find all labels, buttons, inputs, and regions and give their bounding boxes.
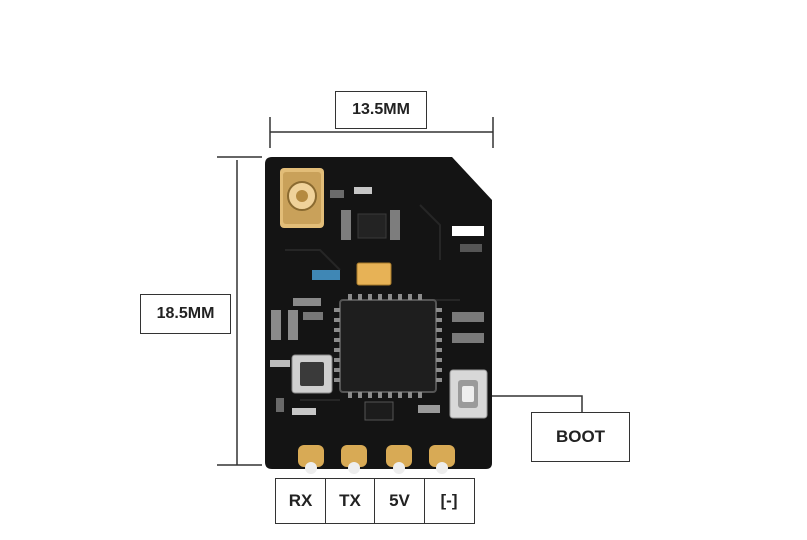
solder-pads: [298, 445, 455, 474]
pcb-board: [265, 157, 492, 474]
pad-gnd: [429, 445, 455, 474]
pin-label-5v: 5V: [374, 478, 425, 524]
antenna-connector: [280, 168, 324, 228]
crystal-oscillator: [356, 262, 392, 286]
width-label: 13.5MM: [335, 91, 427, 129]
sensor-module: [291, 354, 333, 394]
pad-tx: [341, 445, 367, 474]
boot-label: BOOT: [531, 412, 630, 462]
width-dimension-line: [269, 117, 494, 148]
pad-5v: [386, 445, 412, 474]
boot-button[interactable]: [449, 369, 488, 419]
pin-label-gnd: [-]: [423, 478, 475, 524]
main-chip: [334, 294, 442, 398]
pin-label-rx: RX: [275, 478, 326, 524]
height-dimension-line: [217, 156, 262, 466]
height-label: 18.5MM: [140, 294, 231, 334]
pin-label-row: RX TX 5V [-]: [275, 478, 475, 524]
pin-label-tx: TX: [324, 478, 376, 524]
pad-rx: [298, 445, 324, 474]
boot-callout-line: [487, 395, 583, 412]
